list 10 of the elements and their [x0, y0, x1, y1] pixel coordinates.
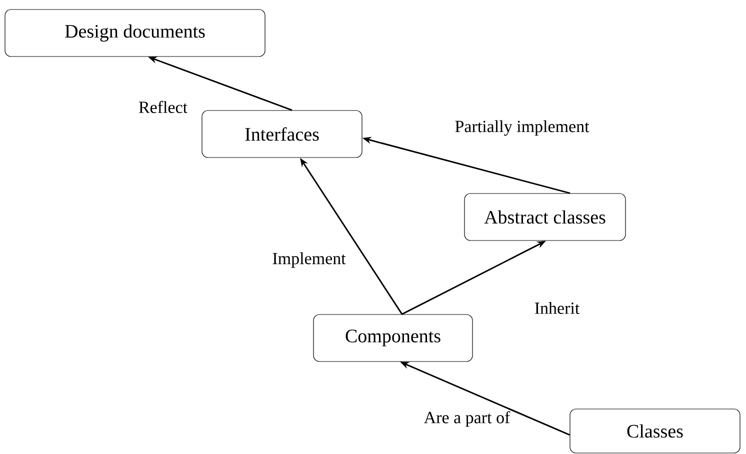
edge-label: Reflect	[138, 100, 188, 114]
edge-label: Inherit	[534, 302, 580, 314]
process-box: Components	[313, 314, 473, 362]
edge-label: Are a part of	[424, 411, 510, 427]
process-box: Interfaces	[202, 110, 362, 158]
process-box: Abstract classes	[464, 193, 626, 241]
edge-label: Partially implement	[455, 120, 590, 136]
process-box: Classes	[570, 408, 740, 454]
edge-label: Implement	[272, 252, 346, 268]
process-box: Design documents	[4, 9, 266, 57]
